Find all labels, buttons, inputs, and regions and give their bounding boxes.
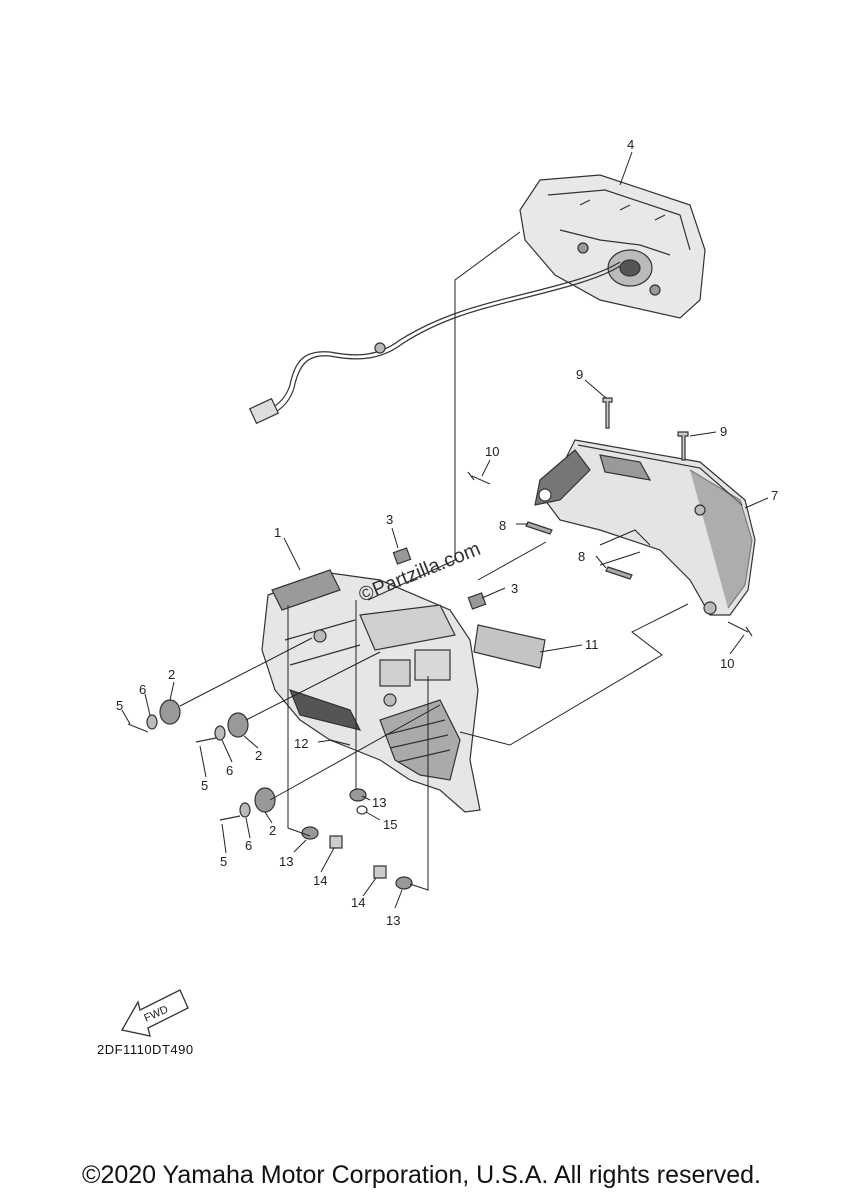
callout-10a: 10 <box>485 444 499 459</box>
plate-11 <box>473 624 546 669</box>
callout-13a: 13 <box>372 795 386 810</box>
callout-13b: 13 <box>279 854 293 869</box>
partzilla-watermark: ©Partzilla.com <box>356 538 484 607</box>
callout-2c: 2 <box>269 823 276 838</box>
callout-8a: 8 <box>499 518 506 533</box>
callout-leaders <box>121 151 769 909</box>
callout-3b: 3 <box>511 581 518 596</box>
wire-harness <box>248 261 621 425</box>
meter-assembly <box>519 174 706 319</box>
forward-arrow-icon: FWD <box>120 989 189 1037</box>
callout-3a: 3 <box>386 512 393 527</box>
callout-14a: 14 <box>313 873 327 888</box>
callout-15: 15 <box>383 817 397 832</box>
callout-4: 4 <box>627 137 634 152</box>
callout-7: 7 <box>771 488 778 503</box>
callout-13c: 13 <box>386 913 400 928</box>
callout-2a: 2 <box>168 667 175 682</box>
callout-12: 12 <box>294 736 308 751</box>
bracket-stay <box>534 439 756 616</box>
callout-1: 1 <box>274 525 281 540</box>
copyright-notice: ©2020 Yamaha Motor Corporation, U.S.A. A… <box>82 1161 761 1189</box>
drawing-code: 2DF1110DT490 <box>97 1042 194 1057</box>
callout-11: 11 <box>585 637 599 652</box>
callout-6b: 6 <box>226 763 233 778</box>
headlight-housing <box>261 569 481 813</box>
assembly-lines <box>179 231 689 891</box>
callout-5a: 5 <box>116 698 123 713</box>
callout-5b: 5 <box>201 778 208 793</box>
callout-8b: 8 <box>578 549 585 564</box>
callout-5c: 5 <box>220 854 227 869</box>
callout-10b: 10 <box>720 656 734 671</box>
callout-labels: 1 2 2 2 3 3 4 5 5 5 6 6 6 7 8 8 9 9 10 1… <box>116 137 778 928</box>
callout-2b: 2 <box>255 748 262 763</box>
callout-9b: 9 <box>720 424 727 439</box>
callout-9a: 9 <box>576 367 583 382</box>
fasteners <box>127 397 753 890</box>
callout-14b: 14 <box>351 895 365 910</box>
callout-6a: 6 <box>139 682 146 697</box>
callout-6c: 6 <box>245 838 252 853</box>
